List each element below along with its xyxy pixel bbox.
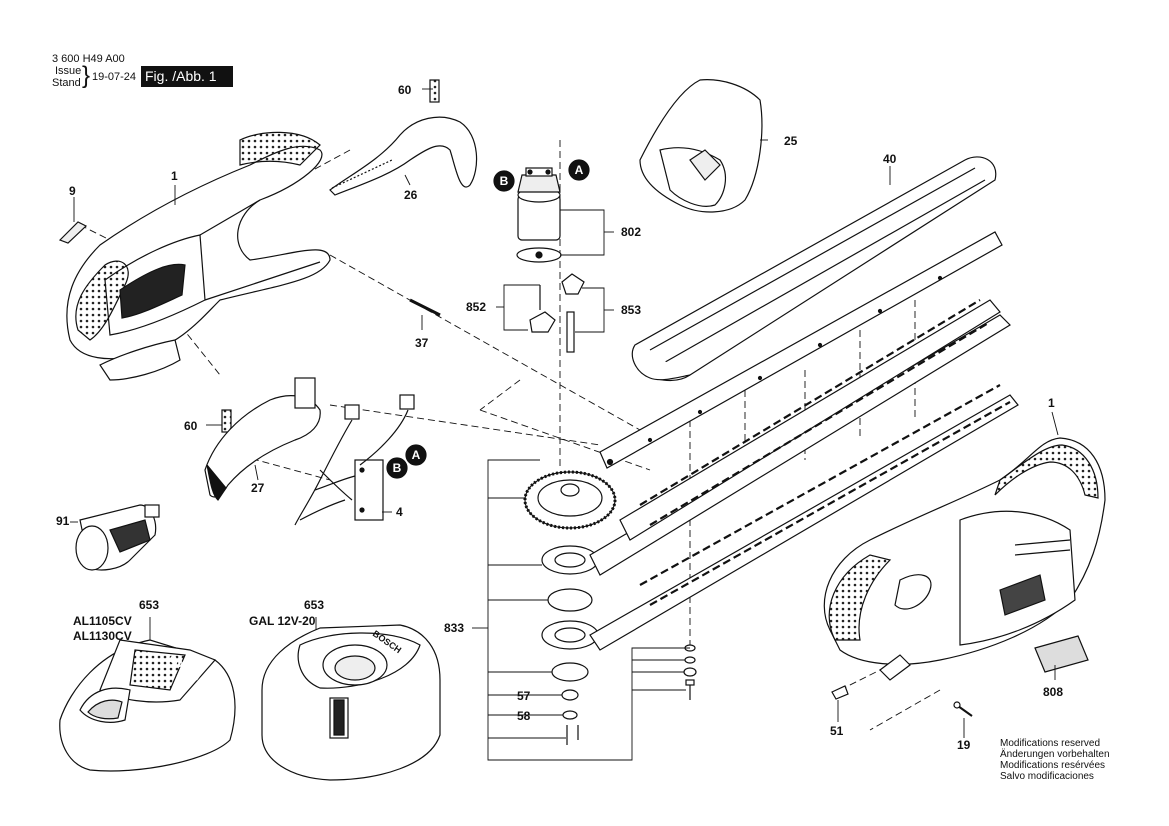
marker-b-motor: B <box>500 174 509 188</box>
issue-date: 19-07-24 <box>92 71 137 83</box>
label-sticker-part-808 <box>1034 635 1089 673</box>
motor-part-802 <box>516 167 562 263</box>
part-label-802: 802 <box>621 225 642 239</box>
part-label-653-right: 653 <box>304 598 325 612</box>
marker-letters: B A B A <box>393 163 584 475</box>
switch-wiring-part-4 <box>294 394 415 526</box>
doc-number: 3 600 H49 A00 <box>52 53 125 65</box>
figure-label: Fig. /Abb. 1 <box>141 66 233 87</box>
part-label-808: 808 <box>1043 685 1064 699</box>
charger-model-gal: GAL 12V-20 <box>249 614 316 628</box>
screws-washers <box>683 644 697 700</box>
part-label-51: 51 <box>830 724 844 738</box>
bracket-part-852 <box>529 285 556 333</box>
charger-model-1: AL1105CV <box>73 614 132 628</box>
stand-label: Stand <box>52 77 81 89</box>
part-label-4: 4 <box>396 505 403 519</box>
header-brace: } <box>82 62 91 89</box>
part-label-1-top: 1 <box>171 169 178 183</box>
notice-line-de: Änderungen vorbehalten <box>1000 749 1110 760</box>
notice-line-en: Modifications reserved <box>1000 738 1101 749</box>
bracket-part-853 <box>561 273 585 353</box>
label-sticker-part-9 <box>58 221 88 244</box>
part-label-1-right: 1 <box>1048 396 1055 410</box>
marker-a-switch: A <box>412 448 421 462</box>
clip-part-51 <box>831 685 849 700</box>
blade-sheath-part-40 <box>631 156 997 382</box>
marker-a-motor: A <box>575 163 584 177</box>
guide-rail <box>599 231 1003 469</box>
part-label-653-left: 653 <box>139 598 160 612</box>
charger-part-653-left <box>59 639 236 772</box>
pin-part-37 <box>409 298 441 317</box>
blade-lower <box>589 384 1019 651</box>
part-label-19: 19 <box>957 738 971 752</box>
part-label-9: 9 <box>69 184 76 198</box>
spring-part-60-left <box>221 409 232 433</box>
notice-line-es: Salvo modificaciones <box>1000 771 1094 782</box>
part-label-91: 91 <box>56 514 70 528</box>
handle-part-26 <box>329 79 478 196</box>
battery-part-91 <box>75 504 160 571</box>
gear-wheel <box>523 470 617 530</box>
handle-part-27 <box>204 377 321 501</box>
part-label-833: 833 <box>444 621 465 635</box>
part-label-853: 853 <box>621 303 642 317</box>
charger-part-653-right <box>261 624 441 781</box>
marker-b-switch: B <box>393 461 402 475</box>
part-label-60-left: 60 <box>184 419 198 433</box>
part-label-26: 26 <box>404 188 418 202</box>
charger-model-2: AL1130CV <box>73 629 132 643</box>
blade-upper <box>589 299 1011 576</box>
modifications-notice: Modifications reserved Änderungen vorbeh… <box>1000 738 1110 782</box>
part-label-60-top: 60 <box>398 83 412 97</box>
leader-lines <box>70 88 1059 761</box>
part-label-27: 27 <box>251 481 265 495</box>
blade-connector-rings <box>541 545 599 745</box>
part-label-25: 25 <box>784 134 798 148</box>
issue-label: Issue <box>55 65 82 77</box>
notice-line-fr: Modifications resérvées <box>1000 760 1106 771</box>
blade-guard-part-25 <box>639 79 763 213</box>
marker-circles <box>386 159 590 479</box>
part-label-57: 57 <box>517 689 531 703</box>
part-label-58: 58 <box>517 709 531 723</box>
part-label-37: 37 <box>415 336 429 350</box>
part-label-852: 852 <box>466 300 487 314</box>
part-label-40: 40 <box>883 152 897 166</box>
screw-part-19 <box>953 701 973 717</box>
housing-half-part-1-top <box>66 131 331 381</box>
housing-assembled-part-1-right <box>823 437 1106 681</box>
